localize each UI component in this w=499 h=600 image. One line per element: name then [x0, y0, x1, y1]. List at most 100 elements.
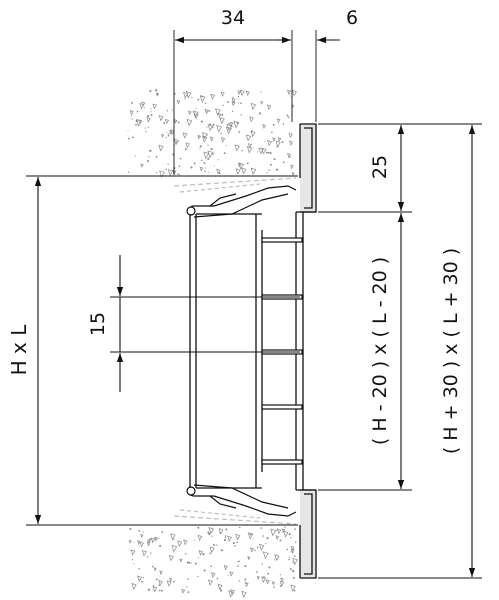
concrete-grain: [291, 172, 295, 177]
concrete-grain: [194, 562, 197, 565]
concrete-grain: [225, 126, 232, 135]
concrete-grain: [158, 579, 163, 586]
concrete-grain: [127, 171, 130, 173]
concrete-grain: [290, 537, 292, 539]
concrete-grain: [149, 90, 152, 93]
concrete-grain: [155, 156, 158, 158]
concrete-grain: [224, 536, 227, 538]
mounting-clip-bottom: [173, 484, 297, 525]
concrete-grain: [207, 171, 209, 173]
concrete-grain: [170, 533, 176, 541]
concrete-grain: [207, 144, 209, 146]
concrete-grain: [275, 168, 279, 171]
concrete-grain: [211, 126, 214, 129]
concrete-grain: [216, 544, 218, 546]
concrete-grain: [155, 92, 159, 97]
concrete-grain: [171, 544, 178, 553]
concrete-grain: [197, 575, 199, 578]
concrete-grain: [145, 131, 147, 133]
concrete-grain: [137, 540, 141, 545]
grille-blade: [261, 404, 303, 410]
concrete-grain: [199, 166, 204, 172]
concrete-grain: [163, 122, 166, 125]
concrete-grain: [209, 136, 214, 142]
concrete-grain: [166, 580, 172, 587]
concrete-grain: [208, 527, 215, 535]
concrete-grain: [224, 535, 227, 537]
concrete-grain: [173, 538, 175, 540]
concrete-grain: [291, 570, 294, 572]
concrete-grain: [198, 550, 203, 556]
concrete-grain: [279, 585, 282, 587]
concrete-grain: [129, 528, 132, 531]
concrete-grain: [159, 570, 163, 575]
concrete-grain: [225, 528, 228, 531]
concrete-grain: [136, 110, 139, 113]
concrete-grain: [191, 96, 193, 99]
concrete-grain: [235, 533, 241, 541]
concrete-grain: [218, 528, 224, 535]
concrete-grain: [167, 134, 170, 137]
concrete-grain: [177, 540, 183, 548]
concrete-grain: [261, 563, 263, 565]
concrete-grain: [237, 560, 239, 563]
concrete-grain: [197, 134, 202, 140]
concrete-grain: [132, 136, 134, 139]
concrete-grain: [167, 163, 169, 165]
concrete-grain: [290, 548, 295, 554]
concrete-grain: [258, 543, 265, 551]
concrete-grain: [210, 93, 215, 100]
concrete-grain: [261, 147, 267, 155]
concrete-grain: [158, 115, 164, 122]
concrete-grain: [131, 559, 134, 561]
concrete-grain: [208, 110, 211, 112]
concrete-grain: [168, 554, 174, 562]
concrete-grain: [256, 575, 260, 580]
concrete-grain: [258, 147, 264, 155]
concrete-grain: [150, 552, 152, 554]
concrete-grain: [173, 580, 175, 583]
concrete-grain: [185, 148, 187, 151]
concrete-grain: [288, 558, 290, 561]
concrete-grain: [267, 151, 270, 154]
concrete-grain: [153, 585, 155, 587]
concrete-grain: [206, 126, 208, 128]
concrete-grain: [247, 143, 253, 149]
concrete-grain: [210, 565, 212, 568]
concrete-grain: [216, 577, 219, 580]
concrete-grain: [268, 169, 270, 171]
concrete-grain: [250, 167, 257, 175]
concrete-grain: [176, 99, 181, 105]
concrete-grain: [146, 117, 151, 123]
concrete-grain: [197, 98, 200, 101]
concrete-grain: [204, 167, 206, 169]
concrete-grain: [166, 110, 169, 112]
concrete-grain: [246, 146, 253, 154]
mounting-clip-top: [173, 177, 297, 218]
concrete-grain: [294, 541, 297, 543]
concrete-grain: [233, 120, 240, 129]
concrete-grain: [245, 134, 252, 142]
concrete-grain: [136, 119, 143, 127]
concrete-grain: [179, 558, 183, 563]
concrete-grain: [272, 137, 276, 142]
concrete-grain: [293, 555, 296, 557]
concrete-grain: [127, 137, 130, 140]
concrete-grain: [147, 115, 150, 118]
concrete-grain: [147, 539, 151, 544]
concrete-grain: [154, 89, 158, 92]
concrete-grain: [294, 528, 296, 530]
concrete-grain: [168, 577, 173, 582]
concrete-grain: [246, 162, 249, 165]
concrete-grain: [150, 111, 152, 113]
concrete-grain: [227, 535, 232, 542]
concrete-grain: [203, 151, 210, 160]
concrete-grain: [201, 132, 208, 140]
concrete-grain: [157, 538, 160, 540]
concrete-grain: [216, 124, 222, 133]
dim-label-top-offset: 6: [346, 7, 358, 29]
concrete-grain: [223, 538, 226, 542]
concrete-grain: [262, 535, 265, 537]
grille-frame: [295, 123, 317, 579]
